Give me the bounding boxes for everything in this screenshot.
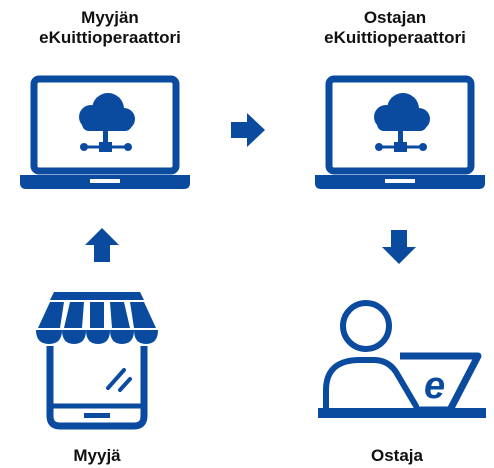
buyer-operator-laptop-cloud-icon (311, 75, 489, 195)
seller-operator-label: Myyjän eKuittioperaattori (39, 8, 181, 47)
arrow-right-icon (231, 113, 265, 147)
seller-operator-laptop-cloud-icon (16, 75, 194, 195)
arrow-up-icon (85, 228, 119, 262)
e-badge-icon: e (424, 365, 445, 407)
seller-shop-phone-icon (32, 288, 162, 430)
seller-label: Myyjä (73, 446, 121, 465)
buyer-person-laptop-icon: e (318, 298, 486, 426)
buyer-operator-label: Ostajan eKuittioperaattori (324, 8, 466, 47)
buyer-label: Ostaja (371, 446, 423, 465)
arrow-down-icon (382, 230, 416, 264)
